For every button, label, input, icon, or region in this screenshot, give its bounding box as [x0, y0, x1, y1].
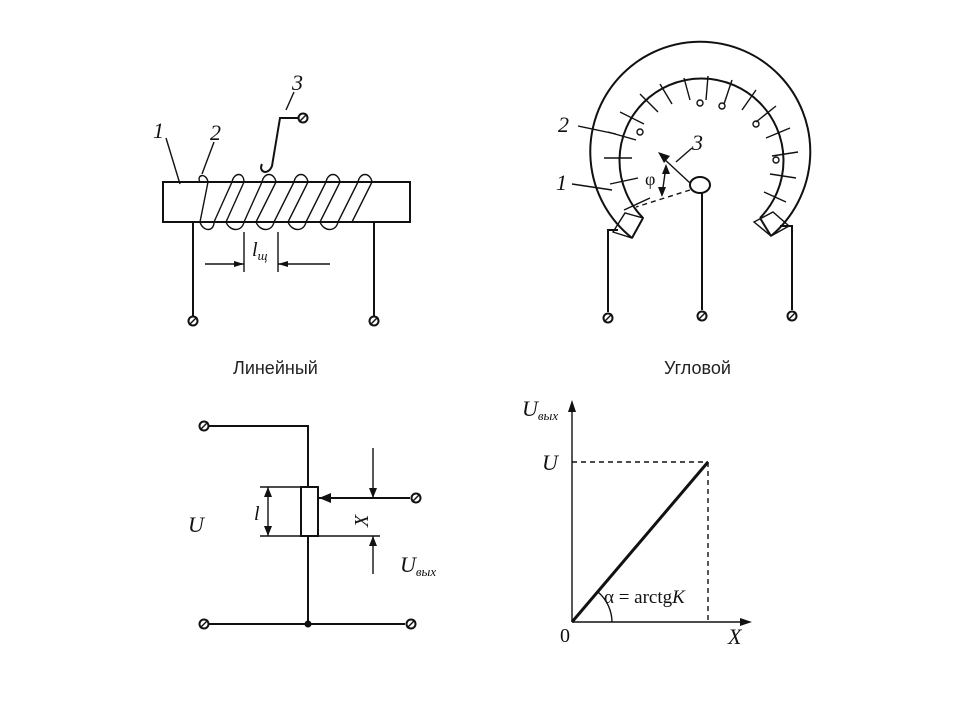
linear-slider: [260, 117, 298, 173]
leader-slider: [285, 91, 295, 111]
label-slider: 3: [291, 70, 303, 95]
label-length: l: [254, 503, 260, 525]
terminal-icon: [602, 312, 614, 324]
angular-slider: [661, 156, 691, 184]
leader-winding: [201, 141, 215, 175]
terminal-icon: [198, 420, 210, 432]
label-frame: 1: [153, 118, 164, 143]
terminal-icon: [405, 618, 417, 630]
leader-ang-slider: [675, 147, 693, 163]
terminal-icon: [368, 315, 380, 327]
label-pitch: lщ: [252, 239, 268, 263]
label-output: Uвых: [400, 552, 436, 579]
angular-lead-right: [780, 225, 793, 310]
label-voltage: U: [188, 512, 206, 537]
terminal-icon: [786, 310, 798, 322]
angular-lead-left: [607, 229, 618, 312]
circuit-resistor: [300, 486, 319, 537]
label-angle: φ: [645, 169, 655, 189]
label-x-axis: X: [727, 624, 743, 649]
terminal-icon: [198, 618, 210, 630]
angular-pivot: [689, 176, 711, 194]
terminal-icon: [410, 492, 422, 504]
angular-end-left: [611, 212, 645, 239]
leader-frame: [165, 137, 181, 185]
angular-zero-line: [635, 189, 691, 208]
label-y-axis: Uвых: [522, 396, 558, 423]
terminal-icon: [696, 310, 708, 322]
pitch-dimension: [205, 232, 330, 272]
label-winding: 2: [210, 120, 221, 145]
terminal-icon: [297, 112, 309, 124]
linear-frame: [162, 181, 411, 223]
label-origin: 0: [560, 625, 570, 647]
leader-ang-winding: [577, 125, 617, 135]
angular-winding: [604, 75, 799, 211]
label-position: X: [351, 514, 373, 528]
label-u-mark: U: [542, 450, 560, 475]
angular-frame-inner: [618, 77, 785, 219]
circuit-node: [304, 620, 312, 628]
caption-angular: Угловой: [664, 358, 731, 378]
leader-ang-frame: [571, 183, 613, 191]
angular-frame-outer: [589, 40, 812, 239]
label-ang-slider: 3: [691, 130, 703, 155]
transfer-line: [570, 461, 710, 623]
label-ang-winding: 2: [558, 112, 569, 137]
circuit-top-wire: [209, 425, 309, 487]
terminal-icon: [187, 315, 199, 327]
caption-linear: Линейный: [233, 358, 318, 378]
linear-winding: [198, 173, 373, 231]
label-ang-frame: 1: [556, 170, 567, 195]
angle-arc: [597, 591, 613, 623]
label-slope: α = arctgK: [604, 587, 686, 608]
